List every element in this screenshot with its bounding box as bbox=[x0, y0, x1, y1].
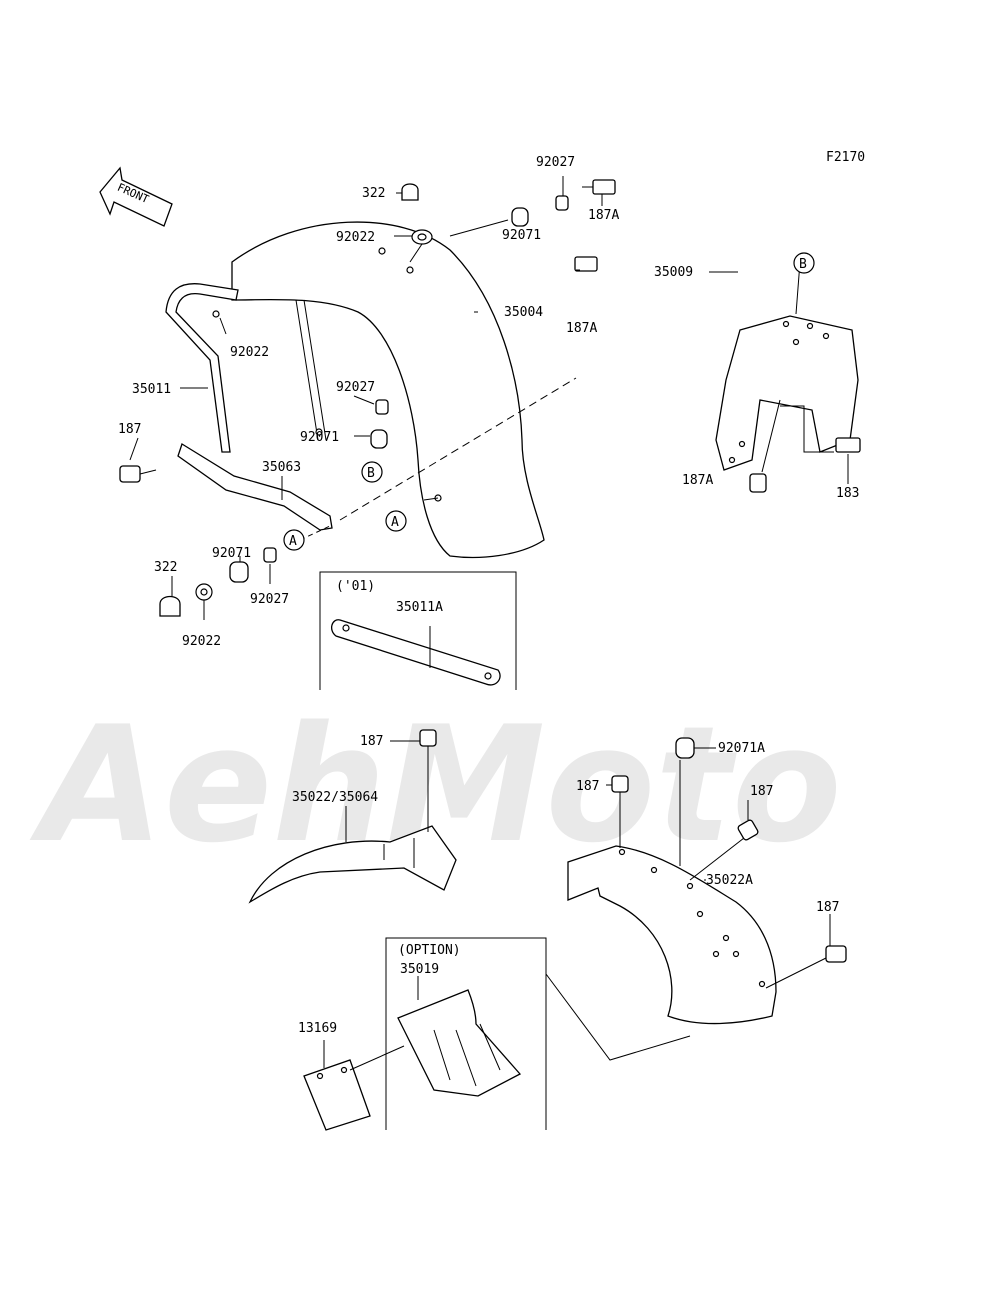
plate-13169 bbox=[303, 1059, 371, 1131]
grab-rail-35011 bbox=[165, 283, 327, 453]
part-label-92071-low: 92071 bbox=[212, 546, 251, 561]
grommet-92071-top bbox=[511, 207, 529, 227]
part-label-92027-low: 92027 bbox=[250, 592, 289, 607]
rear-fender-35004 bbox=[231, 221, 545, 559]
callout-B1-label: B bbox=[367, 466, 375, 481]
figure-code: F2170 bbox=[826, 150, 865, 165]
leader-lines bbox=[129, 176, 849, 1071]
part-label-92027-top: 92027 bbox=[536, 155, 575, 170]
bolt-187-r2 bbox=[737, 819, 759, 841]
front-arrow-icon: FRONT bbox=[99, 166, 173, 227]
part-label-322-low: 322 bbox=[154, 560, 177, 575]
year-group-box: ('01) bbox=[319, 571, 517, 690]
bolt-187-r3 bbox=[825, 945, 847, 963]
part-label-187-r2: 187 bbox=[750, 784, 773, 799]
grommet-92071-low bbox=[229, 561, 249, 583]
collar-92027-top bbox=[555, 195, 569, 211]
bolt-187A-top bbox=[582, 179, 616, 195]
part-label-35009: 35009 bbox=[654, 265, 693, 280]
part-label-35019: 35019 bbox=[400, 962, 439, 977]
part-label-322-top: 322 bbox=[362, 186, 385, 201]
grommet-92071-mid bbox=[370, 429, 388, 449]
part-label-13169: 13169 bbox=[298, 1021, 337, 1036]
callout-B1: B bbox=[361, 461, 383, 483]
bolt-183 bbox=[835, 437, 861, 453]
part-label-92022-top: 92022 bbox=[336, 230, 375, 245]
bolt-187-center bbox=[419, 729, 437, 760]
plate-35011A bbox=[330, 619, 501, 686]
part-label-92071-top: 92071 bbox=[502, 228, 541, 243]
front-fender-35022-35064 bbox=[248, 825, 457, 904]
part-label-35022-35064: 35022/35064 bbox=[292, 790, 378, 805]
part-label-187A-top: 187A bbox=[588, 208, 619, 223]
callout-B2-label: B bbox=[799, 257, 807, 272]
part-label-35011: 35011 bbox=[132, 382, 171, 397]
part-label-35004: 35004 bbox=[504, 305, 543, 320]
part-label-35022A: 35022A bbox=[706, 873, 753, 888]
part-label-187-r1: 187 bbox=[576, 779, 599, 794]
part-label-35063: 35063 bbox=[262, 460, 301, 475]
washer-92022-top bbox=[411, 229, 433, 245]
nut-322-low bbox=[159, 595, 181, 617]
stay-35063 bbox=[177, 443, 333, 531]
part-label-187A-right: 187A bbox=[682, 473, 713, 488]
part-labels: 322 92027 187A 92022 92071 35004 187A 92… bbox=[118, 155, 859, 1036]
washer-92022-low bbox=[195, 583, 213, 601]
part-label-187-r3: 187 bbox=[816, 900, 839, 915]
bolt-187-r1 bbox=[611, 775, 629, 793]
front-fender-35022A bbox=[567, 845, 777, 1025]
part-label-35011A: 35011A bbox=[396, 600, 443, 615]
collar-92027-mid bbox=[375, 399, 389, 415]
part-label-187-left: 187 bbox=[118, 422, 141, 437]
bracket-35009 bbox=[715, 315, 859, 471]
option-note: (OPTION) bbox=[398, 943, 461, 958]
grommet-92071A bbox=[675, 737, 695, 759]
nut-322-top bbox=[401, 183, 419, 201]
bolt-187A-mid bbox=[574, 256, 598, 272]
callout-B2: B bbox=[793, 252, 815, 274]
part-label-92071-mid: 92071 bbox=[300, 430, 339, 445]
part-label-92071A: 92071A bbox=[718, 741, 765, 756]
callout-A1: A bbox=[283, 529, 305, 551]
bolt-187-left bbox=[119, 465, 157, 483]
collar-92027-low bbox=[263, 547, 277, 563]
part-label-92022-left: 92022 bbox=[230, 345, 269, 360]
year-note: ('01) bbox=[336, 579, 375, 594]
part-label-92022-low: 92022 bbox=[182, 634, 221, 649]
part-label-183: 183 bbox=[836, 486, 859, 501]
part-label-92027-mid: 92027 bbox=[336, 380, 375, 395]
option-group-box: (OPTION) bbox=[385, 937, 547, 1130]
part-label-187A-mid: 187A bbox=[566, 321, 597, 336]
callout-A2: A bbox=[385, 510, 407, 532]
mud-guard-35019 bbox=[397, 989, 522, 1097]
callout-A2-label: A bbox=[391, 515, 399, 530]
part-label-187-center: 187 bbox=[360, 734, 383, 749]
bolt-187A-right bbox=[749, 473, 767, 493]
callout-A1-label: A bbox=[289, 534, 297, 549]
